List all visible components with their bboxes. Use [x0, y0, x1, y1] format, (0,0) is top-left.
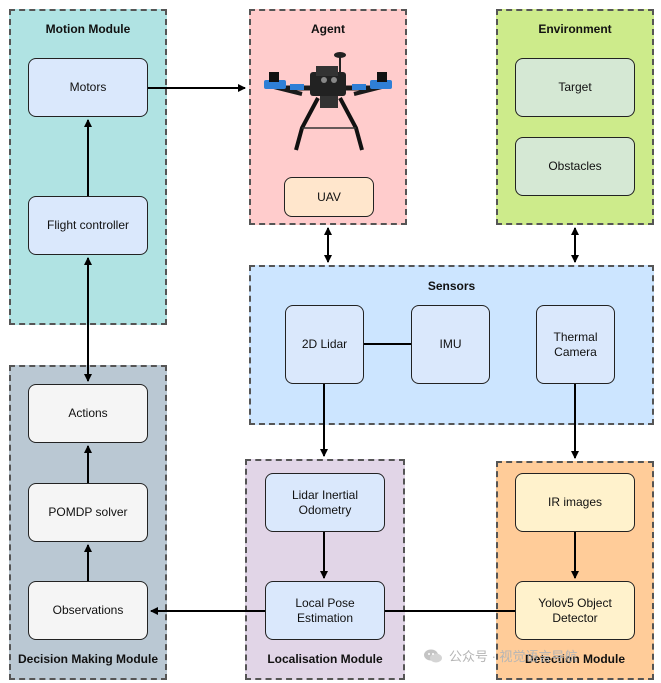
local-pose-estimation-node: Local Pose Estimation: [265, 581, 385, 640]
watermark-text: 公众号 · 视觉语言导航: [449, 649, 578, 664]
motors-node: Motors: [28, 58, 148, 117]
observations-node: Observations: [28, 581, 148, 640]
wechat-icon: [423, 648, 443, 664]
flight-controller-node: Flight controller: [28, 196, 148, 255]
detection-module-title: Detection Module: [524, 652, 625, 666]
target-node: Target: [515, 58, 635, 117]
drone-image: [262, 50, 394, 155]
yolov5-detector-node: Yolov5 Object Detector: [515, 581, 635, 640]
decision-module-title: Decision Making Module: [17, 652, 158, 666]
watermark: 公众号 · 视觉语言导航: [423, 646, 578, 665]
uav-node: UAV: [284, 177, 374, 217]
agent-module-title: Agent: [311, 22, 345, 36]
environment-module-title: Environment: [538, 22, 612, 36]
thermal-camera-node: Thermal Camera: [536, 305, 615, 384]
lidar-inertial-odometry-node: Lidar Inertial Odometry: [265, 473, 385, 532]
imu-node: IMU: [411, 305, 490, 384]
localisation-module-title: Localisation Module: [267, 652, 383, 666]
obstacles-node: Obstacles: [515, 137, 635, 196]
actions-node: Actions: [28, 384, 148, 443]
motion-module-title: Motion Module: [45, 22, 131, 36]
pomdp-solver-node: POMDP solver: [28, 483, 148, 542]
ir-images-node: IR images: [515, 473, 635, 532]
sensors-module-title: Sensors: [427, 279, 476, 293]
lidar-2d-node: 2D Lidar: [285, 305, 364, 384]
